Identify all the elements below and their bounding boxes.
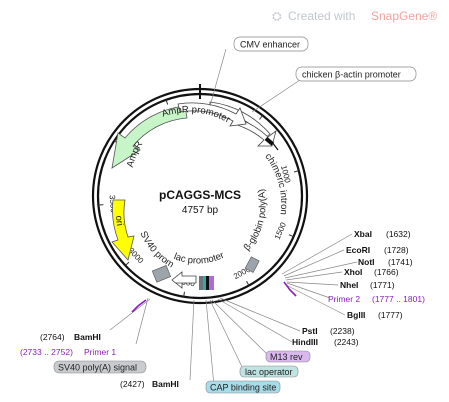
plasmid-name: pCAGGS-MCS [159, 188, 241, 202]
ampr-promoter-feature[interactable] [177, 102, 247, 127]
site-bamhi2-name[interactable]: BamHI [152, 379, 179, 389]
cap-binding-box[interactable] [205, 380, 281, 394]
site-bamhi1-name[interactable]: BamHI [74, 332, 101, 342]
watermark: ⛭ Created with SnapGene® [272, 9, 437, 23]
ori-label: ori [113, 215, 125, 227]
chicken-actin-leader [251, 79, 301, 113]
primer-1-arc [131, 299, 147, 313]
site-xbai-pos: (1632) [386, 229, 411, 239]
features [111, 101, 279, 290]
site-bglii-name[interactable]: BglII [347, 310, 365, 320]
chimeric-intron-line [271, 141, 279, 151]
site-psti-name[interactable]: PstI [302, 326, 318, 336]
snapgene-logo-icon: ⛭ [272, 9, 282, 23]
tick-label: 1500 [273, 220, 289, 240]
beta-globin-polya-feature[interactable] [244, 256, 260, 273]
primer-1-range: (2733 .. 2752) [20, 347, 73, 357]
chimeric-intron-marker [264, 136, 275, 146]
site-bamhi1-pos: (2764) [40, 332, 65, 342]
watermark-brand: SnapGene® [371, 9, 437, 23]
site-xbai-name[interactable]: XbaI [354, 229, 372, 239]
tick-mark [259, 115, 263, 120]
m13-rev-block [209, 276, 214, 290]
site-hindiii-pos: (2243) [334, 337, 359, 347]
lac-promoter-label: lac promoter [172, 250, 226, 267]
site-xhoi-name[interactable]: XhoI [344, 267, 362, 277]
primer-1-label[interactable]: Primer 1 [84, 347, 116, 357]
lac-promoter-feature[interactable] [171, 271, 197, 289]
lac-operator-block [199, 276, 203, 290]
ampr-feature[interactable] [111, 105, 188, 169]
mcs-block [206, 276, 209, 290]
tick-mark [125, 261, 130, 266]
cmv-enhancer-label: CMV enhancer [240, 40, 300, 50]
m13-rev-label: M13 rev [270, 352, 303, 362]
lac-operator-label: lac operator [245, 367, 293, 377]
tick-mark [183, 291, 185, 297]
cap-site-block [203, 276, 206, 290]
cmv-enhancer-box[interactable] [233, 36, 309, 52]
site-bamhi2-pos: (2427) [120, 379, 145, 389]
tick-mark [293, 170, 299, 173]
right-site-leaders [109, 233, 358, 387]
tick-mark [288, 234, 294, 238]
site-xhoi-pos: (1766) [374, 267, 399, 277]
chicken-actin-box[interactable] [295, 66, 417, 82]
ori-feature[interactable] [111, 199, 135, 261]
cmv-enhancer-leader [209, 48, 227, 107]
lac-operator-box[interactable] [239, 365, 299, 378]
sv40-promoter-feature[interactable] [151, 265, 172, 283]
tick-mark [246, 280, 250, 286]
sv40-polya-label: SV40 poly(A) signal [58, 363, 137, 373]
chimeric-intron-label: chimeric intron [262, 151, 289, 215]
site-ecori-pos: (1728) [384, 245, 409, 255]
primer-2-range: (1777 .. 1801) [372, 294, 425, 304]
cap-binding-label: CAP binding site [210, 383, 276, 393]
site-hindiii-name[interactable]: HindIII [292, 337, 318, 347]
watermark-text: Created with [288, 9, 355, 23]
tick-mark [165, 99, 169, 105]
site-bglii-pos: (1777) [378, 310, 403, 320]
plasmid-size: 4757 bp [182, 205, 219, 216]
m13-rev-box[interactable] [265, 350, 311, 363]
beta-globin-polya-label: β-globin poly(A) signal [0, 0, 269, 253]
site-nhei-name[interactable]: NheI [340, 280, 358, 290]
site-ecori-name[interactable]: EcoRI [346, 245, 370, 255]
primer-2-label[interactable]: Primer 2 [328, 294, 360, 304]
site-psti-pos: (2238) [330, 326, 355, 336]
tick-label: 1000 [279, 164, 292, 184]
primer-2-arc [283, 281, 297, 297]
chicken-actin-label: chicken β-actin promoter [302, 70, 401, 80]
sv40-promoter-label: SV40 promoter [0, 0, 176, 270]
sv40-polya-box[interactable] [53, 360, 147, 374]
site-noti-pos: (1741) [388, 257, 413, 267]
site-nhei-pos: (1771) [370, 280, 395, 290]
site-noti-name[interactable]: NotI [358, 257, 375, 267]
